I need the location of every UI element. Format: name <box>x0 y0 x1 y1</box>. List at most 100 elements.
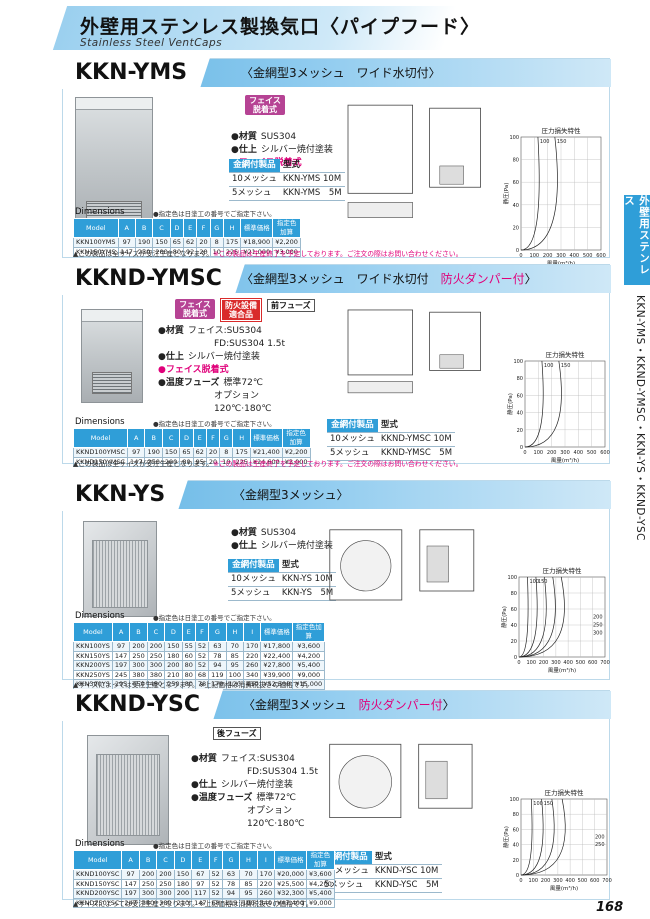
spec-row: オプション <box>158 390 285 403</box>
dims-cell: 190 <box>134 237 154 248</box>
dims-header-cell: A <box>121 850 140 870</box>
dims-cell: ¥3,000 <box>272 246 301 257</box>
spec-row: FD:SUS304 1.5t <box>191 766 318 779</box>
graph-title: 圧力損失特性 <box>545 788 585 797</box>
x-tick-label: 100 <box>534 450 544 456</box>
spec-row: ●材質フェイス:SUS304 <box>158 325 285 338</box>
curve-label: 200 <box>595 835 605 841</box>
spec-value: シルバー焼付塗装 <box>260 541 333 551</box>
dims-cell: ¥24,600 <box>249 456 283 467</box>
curve-label: 300 <box>593 631 603 637</box>
x-tick-label: 200 <box>543 253 553 259</box>
mesh-model: KKND-YMSC 10M <box>377 432 456 447</box>
x-tick-label: 100 <box>527 660 537 666</box>
mesh-size: 5メッシュ <box>327 446 378 461</box>
curve-label: 100 <box>529 579 539 585</box>
spec-value: 標準72℃ <box>223 378 263 388</box>
x-axis-label: 風量(m³/h) <box>551 457 579 464</box>
mesh-view <box>347 381 413 394</box>
dimensions-note: ●指定色は日塗工の番号でご指定下さい。 <box>153 614 276 622</box>
dims-cell: ¥27,800 <box>260 660 294 671</box>
dims-cell: 250 <box>146 650 166 661</box>
spec-value: シルバー焼付塗装 <box>187 352 260 362</box>
dims-header-cell: D <box>173 850 193 870</box>
y-tick-label: 20 <box>513 225 519 231</box>
dims-cell: 260 <box>256 888 276 899</box>
curve-label: 150 <box>544 801 554 807</box>
y-tick-label: 60 <box>513 827 519 833</box>
dims-cell: KKN200YS <box>73 660 113 671</box>
face-removable-badge: フェイス脱着式 <box>245 95 285 115</box>
dims-cell: 225 <box>222 246 242 257</box>
curve-label: 250 <box>593 623 603 629</box>
photo-top <box>82 310 142 322</box>
pressure-curve <box>524 360 544 448</box>
footnote-text: ▲この製品は全サイズが受注生産となります。 <box>73 250 214 258</box>
description-text: 〈金網型3メッシュ <box>243 698 359 712</box>
y-axis-label: 静圧(Pa) <box>501 606 508 628</box>
x-tick-label: 300 <box>551 660 561 666</box>
pressure-curve <box>518 576 529 658</box>
front-view-outline <box>329 529 403 601</box>
dims-cell: 60 <box>181 650 196 661</box>
model-title: KKN-YMS <box>47 57 211 89</box>
dims-header-cell: E <box>192 428 207 448</box>
dims-cell: ¥3,000 <box>281 456 311 467</box>
spec-value: 120℃·180℃ <box>247 819 305 829</box>
x-tick-label: 500 <box>578 878 588 884</box>
section-footnote: ▲サイズによっては受注生産となります。※上記価格は消費税抜きの価格です。 <box>73 898 313 908</box>
curve-label: 100 <box>533 801 543 807</box>
model-title: KKN-YS <box>47 479 189 511</box>
dims-cell: ¥22,400 <box>260 650 294 661</box>
dims-cell: 97 <box>191 878 210 889</box>
dims-cell: 70 <box>239 869 258 880</box>
dims-cell: KKN100YMS <box>73 237 119 248</box>
side-view-outline <box>418 743 473 809</box>
model-description: 〈金網型3メッシュ 防火ダンパー付〉 <box>243 696 455 713</box>
dims-cell: 97 <box>121 869 140 880</box>
dims-cell: ¥18,900 <box>240 237 274 248</box>
dims-cell: 180 <box>164 650 183 661</box>
dims-header-cell: G <box>219 428 234 448</box>
dims-header-cell: F <box>205 428 221 448</box>
y-tick-label: 40 <box>513 203 519 209</box>
dims-cell: ¥4,200 <box>292 650 326 661</box>
y-tick-label: 80 <box>513 158 519 164</box>
curve-label: 200 <box>593 615 603 621</box>
description-close: 〉 <box>524 272 537 286</box>
dims-cell: ¥15,000 <box>292 679 326 690</box>
dims-header-cell: H <box>239 850 258 870</box>
dims-header-cell: 指定色加算 <box>305 850 335 870</box>
dims-header-cell: F <box>208 850 223 870</box>
dims-header-cell: H <box>222 218 242 238</box>
dims-cell: 340 <box>256 897 276 908</box>
dims-cell: 175 <box>232 447 251 458</box>
dims-header-cell: E <box>181 622 196 642</box>
spec-value: フェイス:SUS304 <box>220 754 295 764</box>
mesh-size: 10メッシュ <box>228 572 279 587</box>
dims-header-cell: I <box>242 622 262 642</box>
x-tick-label: 0 <box>523 450 526 456</box>
spec-key: ●仕上 <box>231 541 257 551</box>
dims-header-cell: H <box>225 622 244 642</box>
x-axis-label: 風量(m³/h) <box>548 667 576 674</box>
x-tick-label: 200 <box>547 450 557 456</box>
dims-cell: 97 <box>111 641 131 652</box>
dims-header-cell: A <box>111 622 131 642</box>
y-tick-label: 20 <box>511 639 517 645</box>
mesh-model: KKN-YS 5M <box>278 586 337 601</box>
dims-header-cell: F <box>196 218 211 238</box>
technical-drawing <box>329 743 473 818</box>
